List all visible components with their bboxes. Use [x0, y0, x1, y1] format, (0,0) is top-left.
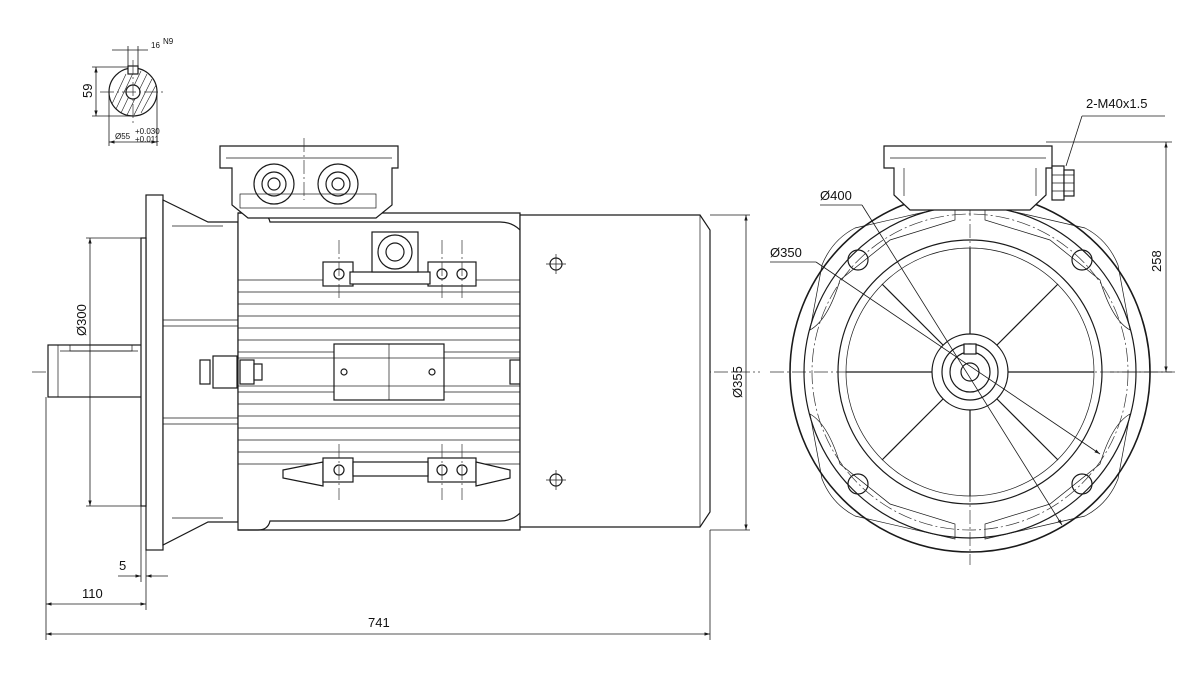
spigot-depth-label: 5 [119, 558, 126, 573]
motor-side-view: Ø300 Ø355 5 110 741 [32, 138, 760, 640]
motor-front-view: 2-M40x1.5 258 Ø400 Ø350 [770, 96, 1175, 565]
cable-gland-label: 2-M40x1.5 [1086, 96, 1147, 111]
key-width-label: 16 [151, 41, 160, 50]
shaft-diameter-label: Ø55 [115, 132, 131, 141]
terminal-box [219, 145, 399, 219]
bolt-circle-label: Ø350 [770, 245, 802, 260]
shaft-section-detail: 59 16 N9 Ø55 +0.030 +0.011 [80, 37, 174, 146]
cable-gland-2 [317, 163, 359, 205]
flange-spigot [140, 237, 147, 507]
total-length-label: 741 [368, 615, 390, 630]
flange-diameter-label: Ø355 [730, 366, 745, 398]
cable-gland-1 [253, 163, 295, 205]
lifting-eye [377, 234, 413, 270]
cable-gland-side [1051, 165, 1075, 201]
motor-shaft [47, 344, 147, 398]
terminal-height-label: 258 [1149, 250, 1164, 272]
shaft-tolerance-lower: +0.011 [135, 135, 160, 144]
key-tolerance-label: N9 [163, 37, 174, 46]
flange-outer-label: Ø400 [820, 188, 852, 203]
shaft-length-label: 110 [82, 586, 103, 601]
mounting-flange [145, 194, 164, 551]
shaft-tolerance-upper: +0.030 [135, 127, 160, 136]
terminal-box-front [883, 145, 1053, 211]
bolt-holes [847, 249, 1093, 495]
shaft-key-height-label: 59 [80, 84, 95, 98]
spigot-diameter-label: Ø300 [74, 304, 89, 336]
